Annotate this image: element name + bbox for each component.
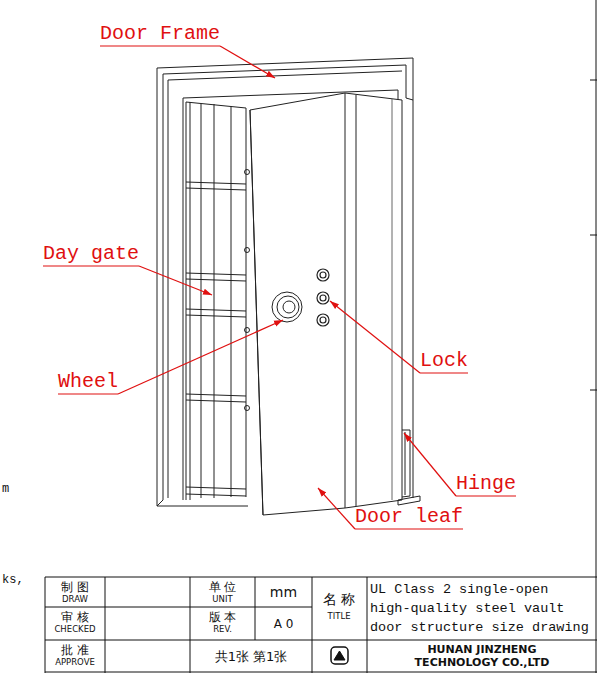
leader-line <box>330 301 420 373</box>
table-cell: 单 位 <box>190 579 255 594</box>
callout-label: Lock <box>420 351 468 371</box>
label-underline <box>58 393 118 394</box>
lock-core <box>320 295 326 301</box>
table-cell: 审 核 <box>45 609 105 624</box>
table-cell: TITLE <box>313 610 365 622</box>
callout-label: Day gate <box>43 244 139 264</box>
wheel-hub <box>283 301 295 313</box>
lock-core <box>320 272 326 278</box>
gate-pin <box>245 248 250 253</box>
lock-dial <box>317 314 329 326</box>
leaf-edge <box>250 93 356 515</box>
callout-label: Door leaf <box>355 507 463 527</box>
leader-line <box>220 46 275 78</box>
callout-label: Door Frame <box>100 24 220 44</box>
callout-label: Hinge <box>456 474 516 494</box>
table-cell: mm <box>255 578 312 606</box>
company-name: HUNAN JINZHENG TECHNOLOGY CO.,LTD <box>412 643 552 669</box>
callout-label: Wheel <box>58 372 118 392</box>
door-leaf <box>250 93 402 515</box>
table-cell: 制 图 <box>45 579 105 594</box>
gate-bars <box>186 102 246 500</box>
border-line <box>590 0 597 673</box>
table-cell: 批 准 <box>45 642 105 657</box>
day-gate <box>186 102 250 500</box>
table-cell: UNIT <box>190 593 255 605</box>
logo-mark <box>334 651 345 660</box>
hinge <box>398 430 420 505</box>
leader-line <box>118 320 283 394</box>
leader-line <box>318 488 355 529</box>
leader-line <box>139 266 212 295</box>
logo-frame <box>331 647 348 664</box>
table-cell: REV. <box>190 623 255 635</box>
table-cell: 版 本 <box>190 609 255 624</box>
gate-crossbars <box>186 182 246 496</box>
leader-lines <box>43 46 516 529</box>
table-cell: CHECKED <box>45 623 105 635</box>
table-cell: A 0 <box>255 608 312 639</box>
hinge-foot <box>398 496 420 505</box>
hinge-body <box>402 430 410 497</box>
wheel <box>272 292 302 322</box>
wheel-ring <box>277 296 299 318</box>
table-cell: DRAW <box>45 593 105 605</box>
title-block <box>45 577 597 673</box>
label-underline <box>456 495 516 496</box>
lock-dial <box>317 292 329 304</box>
cut-off-note: m <box>2 483 9 495</box>
lock-core <box>320 317 326 323</box>
leaf-edge <box>392 99 393 500</box>
leaf-outline <box>250 93 402 515</box>
leader-line <box>404 433 456 496</box>
drawing-title: UL Class 2 single-open high-quality stee… <box>370 580 596 637</box>
cut-off-note: ks, <box>2 574 24 586</box>
sheet-border <box>590 0 597 673</box>
lock-dial <box>317 269 329 281</box>
company-logo <box>331 647 348 664</box>
table-grid <box>45 577 597 673</box>
label-underline <box>43 265 139 266</box>
gate-pin <box>245 170 250 175</box>
table-cell: 共1张 第1张 <box>190 641 312 672</box>
wheel-rim <box>272 292 302 322</box>
table-cell: 名 称 <box>313 590 365 608</box>
label-underline <box>355 528 463 529</box>
table-cell: APPROVE <box>45 656 105 668</box>
label-underline <box>420 372 468 373</box>
gate-pin <box>245 328 250 333</box>
locks <box>317 269 329 326</box>
gate-pin <box>245 406 250 411</box>
label-underline <box>100 45 220 46</box>
